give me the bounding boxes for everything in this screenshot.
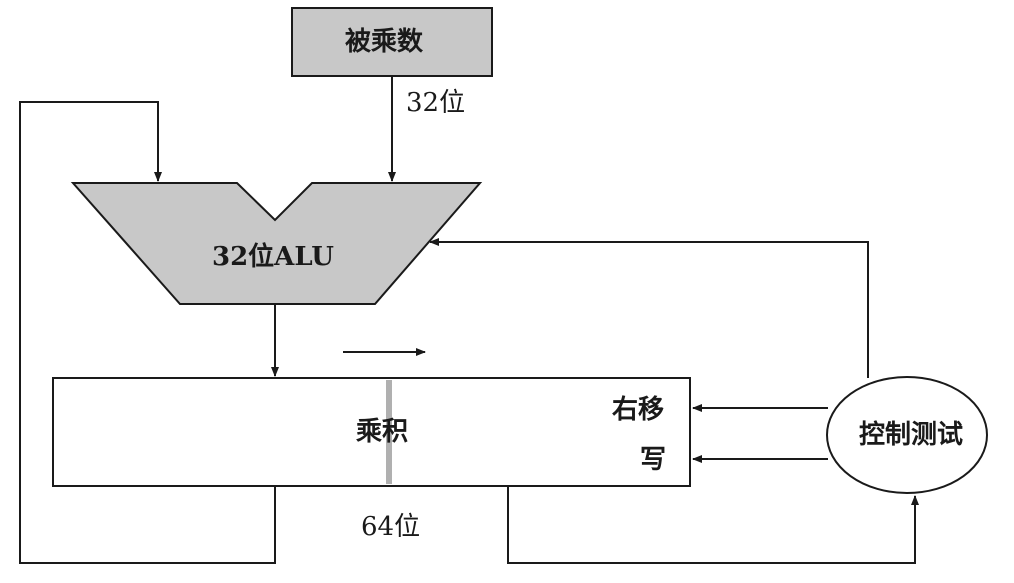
alu-shape	[70, 182, 483, 305]
multiplicand-width-label: 32位	[406, 88, 466, 118]
control-test-label: 控制测试	[859, 420, 964, 450]
alu-label: 32位ALU	[212, 242, 334, 272]
control-to-alu-arrow	[429, 238, 869, 378]
multiplicand-box	[291, 7, 493, 77]
product-register	[52, 377, 691, 487]
product-to-control-arrow	[507, 486, 919, 564]
write-label: 写	[640, 445, 667, 475]
multiplicand-label: 被乘数	[345, 27, 424, 57]
control-test-ellipse	[826, 376, 988, 494]
shift-right-label: 右移	[612, 395, 665, 425]
product-width-label: 64位	[361, 512, 421, 542]
product-label: 乘积	[356, 417, 409, 447]
product-feedback-loop	[19, 101, 276, 564]
